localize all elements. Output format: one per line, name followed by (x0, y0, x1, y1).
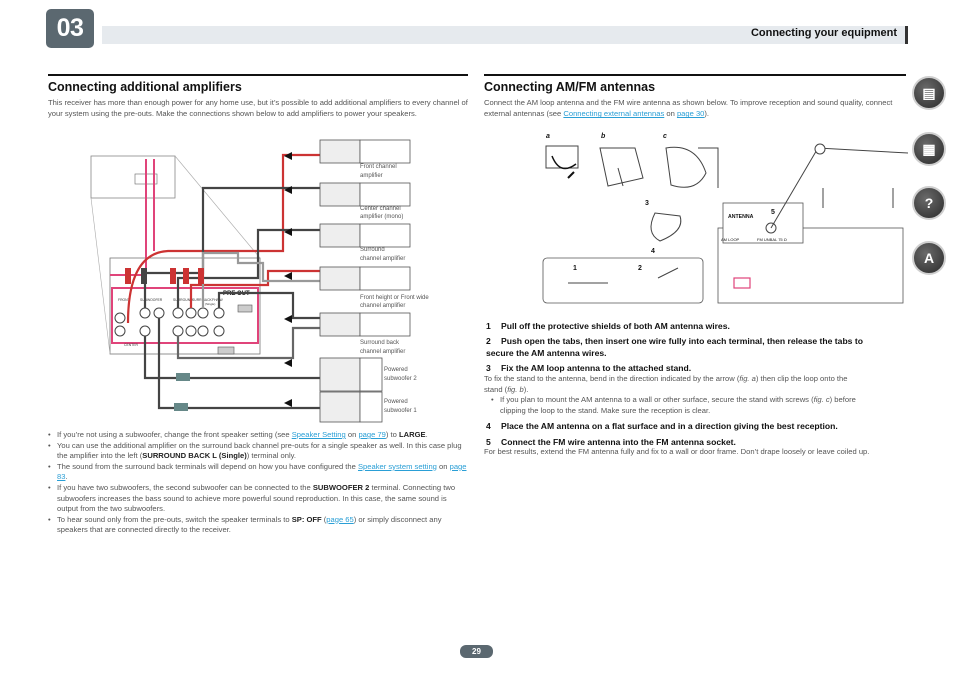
bullet-2: You can use the additional amplifier on … (48, 441, 468, 462)
amp-label-height-1: Front height or Front wide (360, 295, 429, 301)
fig-c-label: c (663, 133, 667, 140)
bullet-3: The sound from the surround back termina… (48, 462, 468, 483)
link-external-antennas[interactable]: Connecting external antennas (563, 109, 665, 119)
az-index-icon[interactable]: A (912, 241, 946, 275)
header-bar: Connecting your equipment (102, 26, 908, 44)
amp-label-sub1-2: subwoofer 1 (384, 408, 417, 414)
step-num-4: 4 (651, 248, 655, 255)
right-intro: Connect the AM loop antenna and the FM w… (484, 98, 893, 119)
left-bullets: If you’re not using a subwoofer, change … (48, 430, 468, 536)
am-loop-label: AM LOOP (721, 237, 740, 242)
bullet-1: If you’re not using a subwoofer, change … (48, 430, 468, 441)
amp-label-sub2-2: subwoofer 2 (384, 376, 417, 382)
step-num-3: 3 (645, 200, 649, 207)
jack-label-fhfw: FH/FW (212, 298, 224, 302)
amp-label-center-1: Center channel (360, 206, 401, 212)
amp-label-sb-1: Surround back (360, 340, 400, 346)
amp-label-front-1: Front channel (360, 164, 397, 170)
amp-label-surround-2: channel amplifier (360, 256, 405, 262)
step-3-note: To fix the stand to the antenna, bend in… (484, 374, 856, 415)
bullet-5: To hear sound only from the pre-outs, sw… (48, 515, 468, 536)
section-label: Connecting your equipment (750, 27, 897, 39)
bullet-4: If you have two subwoofers, the second s… (48, 483, 468, 515)
link-speaker-setting[interactable]: Speaker Setting (291, 430, 346, 439)
jack-label-front: FRONT (118, 298, 130, 302)
step-2-cont: secure the AM antenna wires. (486, 348, 607, 358)
amp-label-height-2: channel amplifier (360, 303, 405, 309)
amp-label-sb-2: channel amplifier (360, 349, 405, 355)
link-page-79[interactable]: page 79 (358, 430, 386, 439)
amp-label-front-2: amplifier (360, 173, 383, 179)
link-page-65[interactable]: page 65 (326, 514, 354, 524)
link-page-30[interactable]: page 30 (676, 109, 705, 119)
left-section-title: Connecting additional amplifiers (48, 80, 242, 94)
center-label: CENTER (124, 343, 138, 347)
amplifier-connection-diagram: PRE OUT FRONT SUBWOOFER SURROUND SURR BA… (88, 133, 448, 423)
left-section-rule (48, 74, 468, 76)
book-icon[interactable]: ▤ (912, 76, 946, 110)
tools-icon[interactable]: ? (912, 186, 946, 220)
right-section-rule (484, 74, 906, 76)
step-num-1: 1 (573, 265, 577, 272)
antenna-label: ANTENNA (728, 214, 754, 220)
amp-label-sub2-1: Powered (384, 367, 408, 373)
step-num-5: 5 (771, 209, 775, 216)
link-speaker-system-setting[interactable]: Speaker system setting (357, 461, 437, 471)
jack-label-surround: SURROUND (173, 298, 193, 302)
left-intro: This receiver has more than enough power… (48, 98, 468, 119)
amp-label-sub1-1: Powered (384, 399, 408, 405)
fig-a-label: a (546, 133, 550, 140)
step-5-note: For best results, extend the FM antenna … (484, 447, 870, 456)
fig-b-label: b (601, 133, 606, 140)
amp-label-surround-1: Surround (360, 247, 385, 253)
step-num-2: 2 (638, 265, 642, 272)
jack-label-subwoofer: SUBWOOFER (140, 298, 163, 302)
antenna-connection-diagram: a b c 3 4 1 2 ANTENNA AM LOOP FM UNBAL 7… (538, 128, 909, 306)
amp-label-center-2: amplifier (mono) (360, 214, 403, 220)
right-section-title: Connecting AM/FM antennas (484, 80, 656, 94)
fm-unbal-label: FM UNBAL 75 Ω (757, 237, 787, 242)
page-number: 29 (460, 645, 493, 658)
single-label: (Single) (205, 302, 215, 306)
chapter-badge: 03 (46, 9, 94, 48)
link-page-83[interactable]: page 83 (57, 461, 467, 482)
remote-icon[interactable]: ▦ (912, 132, 946, 166)
